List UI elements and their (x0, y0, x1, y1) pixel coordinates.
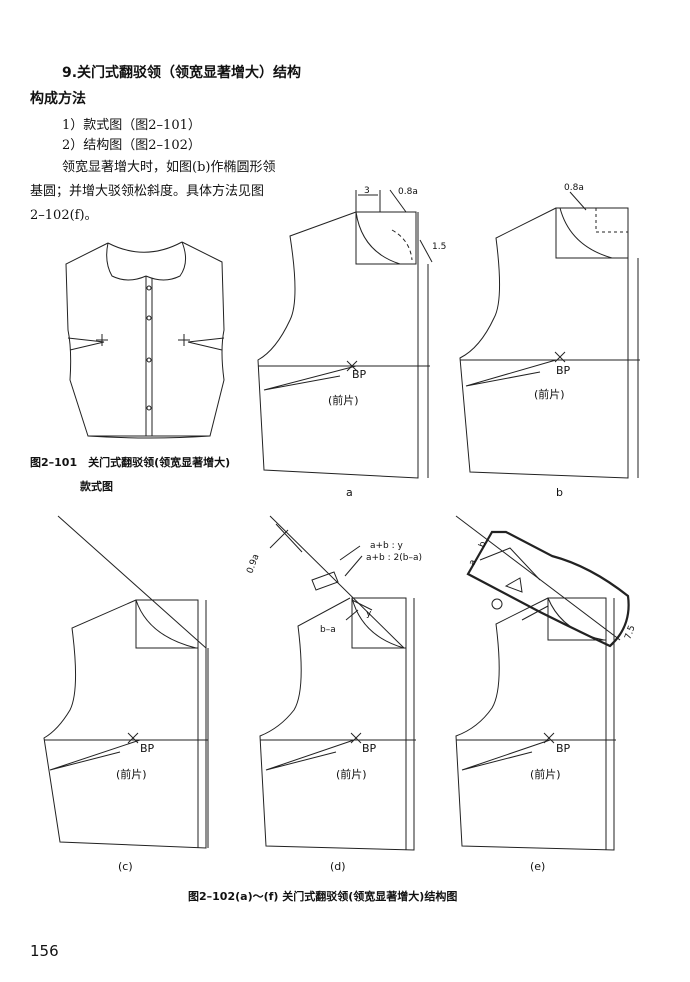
label-b: b (556, 486, 563, 499)
figure-b-draft (459, 191, 640, 479)
dim-08a-label-b: 0.8a (564, 183, 584, 193)
bp-label-c: BP (140, 742, 155, 755)
y-label: y (366, 609, 372, 619)
figure-d-draft (259, 515, 416, 851)
paragraph-line-3: 2–102(f)。 (30, 208, 98, 223)
front-piece-label-c: (前片) (116, 767, 147, 781)
page-number: 156 (30, 942, 59, 960)
figure-c-draft (43, 515, 209, 849)
equation-y-label: a+b : y (370, 541, 404, 551)
equation-ba-label: a+b : 2(b–a) (366, 553, 422, 563)
dim-3-label: 3 (364, 186, 370, 196)
bp-label-d: BP (362, 742, 377, 755)
figure-102-caption: 图2–102(a)～(f) 关门式翻驳领(领宽显著增大)结构图 (188, 890, 458, 903)
b-minus-a-label: b–a (320, 625, 336, 635)
shirt-style-sketch (65, 241, 225, 439)
paragraph-line-2: 基圆；并增大驳领松斜度。具体方法见图 (30, 184, 265, 199)
section-heading: 9.关门式翻驳领（领宽显著增大）结构 (62, 65, 302, 81)
figure-101-caption: 图2–101 关门式翻驳领(领宽显著增大) (30, 456, 231, 469)
b-label: b (477, 540, 488, 549)
bp-label-b: BP (556, 364, 571, 377)
label-d: (d) (330, 860, 346, 873)
label-c: (c) (118, 860, 133, 873)
figure-e-draft (455, 515, 630, 851)
front-piece-label-a: (前片) (328, 393, 359, 407)
bp-label-e: BP (556, 742, 571, 755)
a-label: a (467, 558, 478, 567)
list-item-structure-figure: 2）结构图（图2–102） (62, 138, 201, 153)
dim-09a-label: 0.9a (245, 553, 261, 575)
figure-a-draft (257, 189, 433, 479)
dim-08a-label-a: 0.8a (398, 187, 418, 197)
front-piece-label-e: (前片) (530, 767, 561, 781)
dim-15-label: 1.5 (432, 242, 446, 252)
figure-101-caption-continued: 款式图 (80, 480, 113, 493)
label-e: (e) (530, 860, 545, 873)
front-piece-label-d: (前片) (336, 767, 367, 781)
dim-75-label: 7.5 (623, 624, 637, 641)
list-item-style-figure: 1）款式图（图2–101） (62, 118, 201, 133)
front-piece-label-b: (前片) (534, 387, 565, 401)
paragraph-line-1: 领宽显著增大时，如图(b)作椭圆形领 (62, 160, 276, 175)
section-heading-continued: 构成方法 (30, 91, 86, 107)
label-a: a (346, 486, 353, 499)
bp-label-a: BP (352, 368, 367, 381)
